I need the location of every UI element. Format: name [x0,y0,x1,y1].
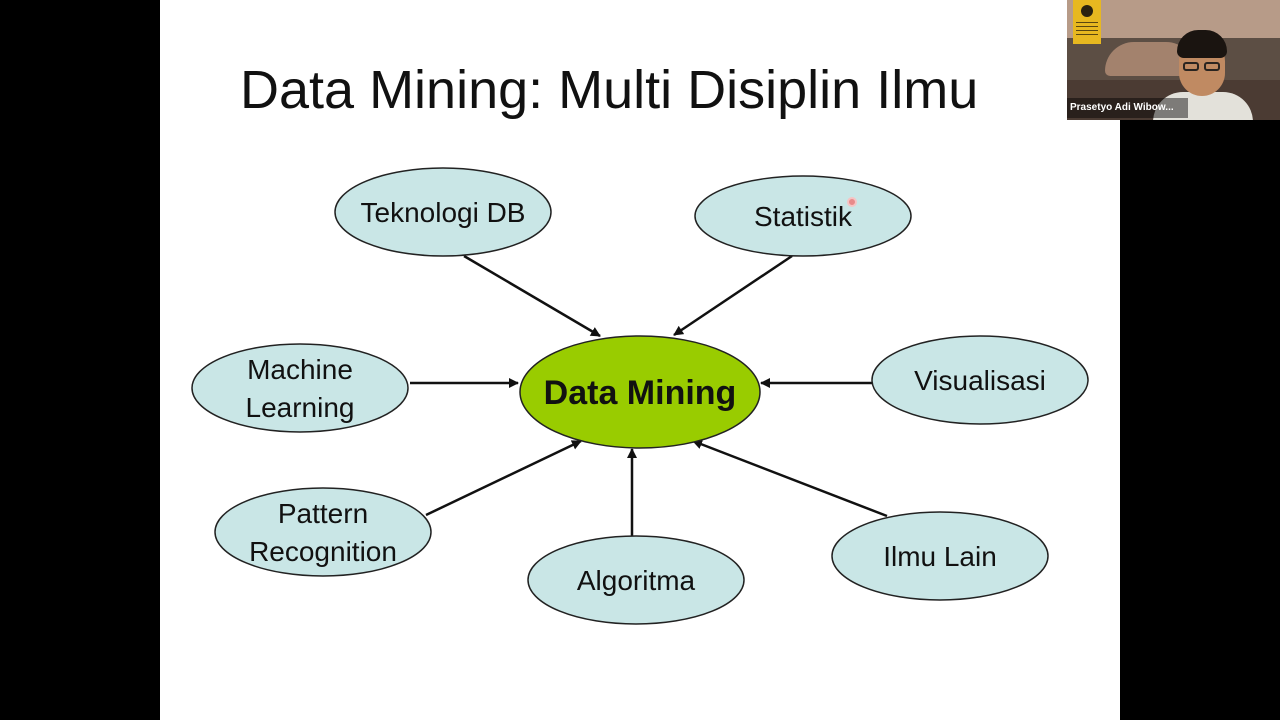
glasses-icon [1181,62,1223,72]
node-ellipse [831,511,1049,601]
center-label: Data Mining [544,374,737,412]
arrow-teknologi-db-to-center [463,254,601,338]
presentation-slide: Data Mining: Multi Disiplin Ilmu Teknolo… [160,0,1120,720]
node-ellipse [527,535,745,625]
node-ellipse [214,487,432,577]
node-ellipse [191,343,409,433]
participant-name-label: Prasetyo Adi Wibow... [1067,98,1188,118]
node-algoritma: Algoritma [527,535,745,625]
arrow-ilmu-lain-to-center [692,439,888,518]
person-shirt [1153,92,1253,120]
node-label: Algoritma [577,565,696,596]
node-ellipse [334,167,552,257]
node-ellipse [871,335,1089,425]
laser-pointer-dot [847,197,857,207]
node-label: Teknologi DB [361,197,526,228]
node-label: Recognition [249,536,397,567]
banner-text-lines [1076,22,1098,36]
node-label: Statistik [754,201,853,232]
node-ilmu-lain: Ilmu Lain [831,511,1049,601]
diagram-edges [410,254,888,536]
node-visualisasi: Visualisasi [871,335,1089,425]
node-label: Machine [247,354,353,385]
node-ellipse [694,175,912,257]
university-emblem-icon [1081,5,1093,17]
university-banner [1073,0,1101,44]
video-background-sky [1067,0,1280,45]
arrow-pattern-recognition-to-center [425,439,582,517]
node-teknologi-db: Teknologi DB [334,167,552,257]
slide-title: Data Mining: Multi Disiplin Ilmu [240,60,979,120]
participant-video-tile[interactable]: Prasetyo Adi Wibow... [1067,0,1280,120]
center-ellipse [519,335,761,449]
node-label: Learning [246,392,355,423]
node-data-mining-center: Data Mining [519,335,761,449]
node-label: Pattern [278,498,368,529]
node-label: Ilmu Lain [883,541,997,572]
arrow-statistik-to-center [673,254,793,337]
person-hair [1177,30,1227,58]
node-statistik: Statistik [694,175,912,257]
node-label: Visualisasi [914,365,1046,396]
